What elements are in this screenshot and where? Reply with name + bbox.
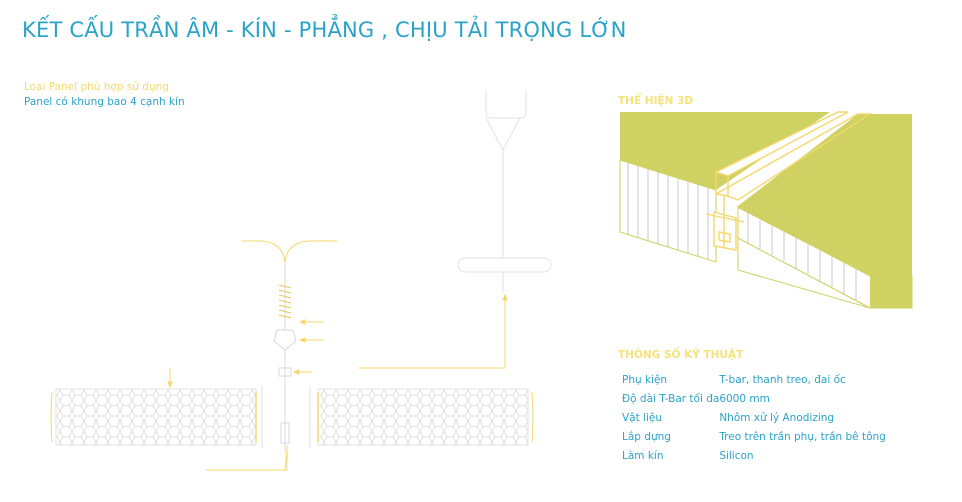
callout-arrows bbox=[167, 319, 324, 471]
hanger-assembly bbox=[241, 240, 337, 452]
spec-key: Độ dài T-Bar tối đa bbox=[622, 393, 720, 405]
spec-value: T-bar, thanh treo, đai ốc bbox=[719, 374, 846, 386]
spec-value: Silicon bbox=[719, 450, 754, 462]
spring-coil bbox=[278, 284, 292, 319]
specs-table: Phụ kiện T-bar, thanh treo, đai ốc Độ dà… bbox=[622, 371, 886, 466]
right-callout bbox=[358, 293, 508, 369]
spec-row: Phụ kiện T-bar, thanh treo, đai ốc bbox=[622, 371, 886, 390]
panel-type-value: Panel có khung bao 4 cạnh kín bbox=[24, 96, 185, 108]
spec-key: Làm kín bbox=[622, 450, 664, 462]
spec-row: Làm kín Silicon bbox=[622, 447, 886, 466]
spec-row: Vật liệu Nhôm xử lý Anodizing bbox=[622, 409, 886, 428]
spec-value: Nhôm xử lý Anodizing bbox=[719, 412, 835, 424]
page-title: KẾT CẤU TRẦN ÂM - KÍN - PHẲNG , CHỊU TẢI… bbox=[22, 18, 627, 42]
spec-row: Độ dài T-Bar tối đa 6000 mm bbox=[622, 390, 886, 409]
left-panel bbox=[50, 386, 263, 448]
right-panel bbox=[309, 386, 534, 448]
spec-value: Treo trên trần phụ, trần bê tông bbox=[719, 431, 886, 443]
panel-type-label: Loại Panel phù hợp sử dụng bbox=[24, 81, 169, 93]
spec-key: Vật liệu bbox=[622, 412, 663, 424]
spec-key: Lắp dựng bbox=[622, 431, 671, 443]
spec-value: 6000 mm bbox=[719, 393, 770, 405]
render-3d-label: THỂ HIỆN 3D bbox=[618, 95, 694, 107]
top-hanger bbox=[457, 90, 552, 292]
spec-key: Phụ kiện bbox=[622, 374, 668, 386]
spec-row: Lắp dựng Treo trên trần phụ, trần bê tôn… bbox=[622, 428, 886, 447]
specs-label: THÔNG SỐ KỸ THUẬT bbox=[618, 349, 744, 361]
panel-type-info: Loại Panel phù hợp sử dụng Panel có khun… bbox=[24, 80, 185, 110]
